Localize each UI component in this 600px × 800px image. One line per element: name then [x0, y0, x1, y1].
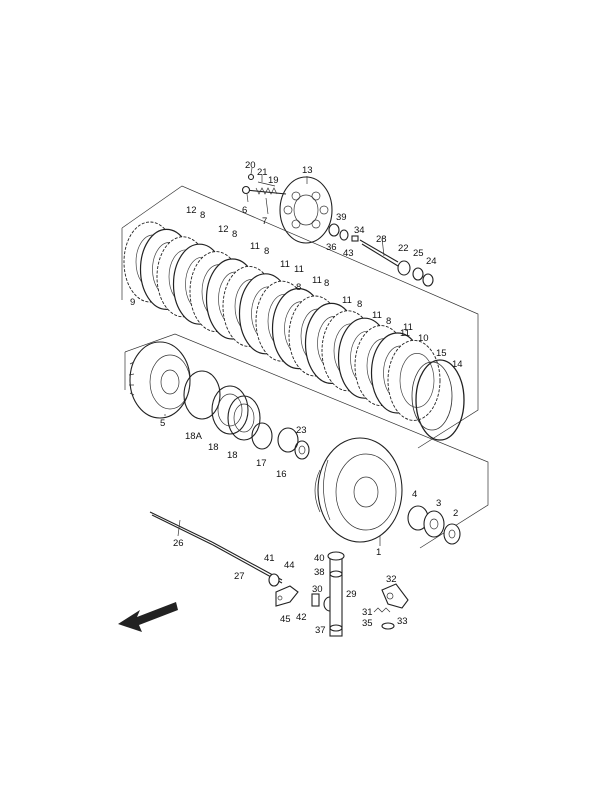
callout-44: 44 — [284, 560, 295, 571]
callout-11-c: 11 — [294, 264, 304, 275]
callout-3: 3 — [436, 498, 441, 509]
push-rods — [149, 511, 337, 612]
callout-8-a: 8 — [200, 210, 205, 221]
bearing-spacer-washer — [407, 505, 461, 545]
callout-18A: 18A — [185, 431, 203, 442]
callout-39: 39 — [336, 212, 347, 223]
callout-40: 40 — [314, 553, 325, 564]
primary-driven-gear-housing — [314, 437, 403, 543]
callout-13: 13 — [302, 165, 313, 176]
callout-5: 5 — [160, 418, 165, 429]
callout-16: 16 — [276, 469, 287, 480]
callout-33: 33 — [397, 616, 408, 627]
callout-11-d: 11 — [312, 275, 322, 286]
callout-12-a: 12 — [186, 205, 197, 216]
pressure-plate — [279, 176, 333, 244]
callout-18-b: 18 — [227, 450, 238, 461]
callout-41: 41 — [264, 553, 275, 564]
callout-11-h: 11 — [403, 322, 413, 333]
callout-7: 7 — [262, 216, 267, 227]
callout-8-e: 8 — [324, 278, 329, 289]
callout-21: 21 — [257, 167, 268, 178]
callout-18-a: 18 — [208, 442, 219, 453]
callout-45: 45 — [280, 614, 291, 625]
lower-frame — [124, 333, 489, 549]
front-direction-arrow-icon — [118, 602, 178, 632]
spring-washer — [411, 361, 453, 431]
callout-28: 28 — [376, 234, 387, 245]
callout-8-g: 8 — [386, 316, 391, 327]
callout-22: 22 — [398, 243, 409, 254]
callout-43: 43 — [343, 248, 354, 259]
callout-25: 25 — [413, 248, 424, 259]
callout-12-b: 12 — [218, 224, 229, 235]
callout-11-e: 11 — [342, 295, 352, 306]
callout-11-g: 11 — [400, 328, 410, 339]
callout-36: 36 — [326, 242, 337, 253]
leader-lines — [164, 167, 385, 546]
callout-1: 1 — [376, 547, 381, 558]
pressure-plate-group — [241, 173, 434, 287]
clutch-spring — [255, 187, 278, 195]
callout-38: 38 — [314, 567, 325, 578]
callout-31: 31 — [362, 607, 373, 618]
callout-23: 23 — [296, 425, 307, 436]
callout-8-f: 8 — [357, 299, 362, 310]
callout-2: 2 — [453, 508, 458, 519]
wire-ring — [415, 359, 465, 441]
plate-stack-frame — [121, 185, 479, 449]
clutch-sleeve-hub — [128, 341, 191, 419]
callout-11-a: 11 — [250, 241, 260, 252]
callout-42: 42 — [296, 612, 307, 623]
callout-4: 4 — [412, 489, 417, 500]
callout-24: 24 — [426, 256, 437, 267]
callout-27: 27 — [234, 571, 245, 582]
callout-20: 20 — [245, 160, 256, 171]
callout-30: 30 — [312, 584, 323, 595]
callout-35: 35 — [362, 618, 373, 629]
callout-26: 26 — [173, 538, 184, 549]
callout-29: 29 — [346, 589, 357, 600]
clutch-plate-stack — [123, 221, 465, 441]
callout-11-b: 11 — [280, 259, 290, 270]
callout-32: 32 — [386, 574, 397, 585]
callout-14: 14 — [452, 359, 463, 370]
callout-8-c: 8 — [264, 246, 269, 257]
release-camshaft — [327, 551, 409, 637]
callout-17: 17 — [256, 458, 267, 469]
callout-37: 37 — [315, 625, 326, 636]
release-rod — [359, 239, 399, 263]
callout-10: 10 — [418, 333, 429, 344]
callout-8-d: 8 — [296, 282, 301, 293]
callout-9: 9 — [130, 297, 135, 308]
callout-15: 15 — [436, 348, 447, 359]
callout-34: 34 — [354, 225, 365, 236]
callout-19: 19 — [268, 175, 279, 186]
callout-labels: 20 21 19 13 6 7 12 8 12 8 39 34 36 43 28… — [130, 160, 463, 636]
callout-6: 6 — [242, 205, 247, 216]
spring-seat-rings — [183, 370, 310, 460]
callout-11-f: 11 — [372, 310, 382, 321]
callout-8-b: 8 — [232, 229, 237, 240]
